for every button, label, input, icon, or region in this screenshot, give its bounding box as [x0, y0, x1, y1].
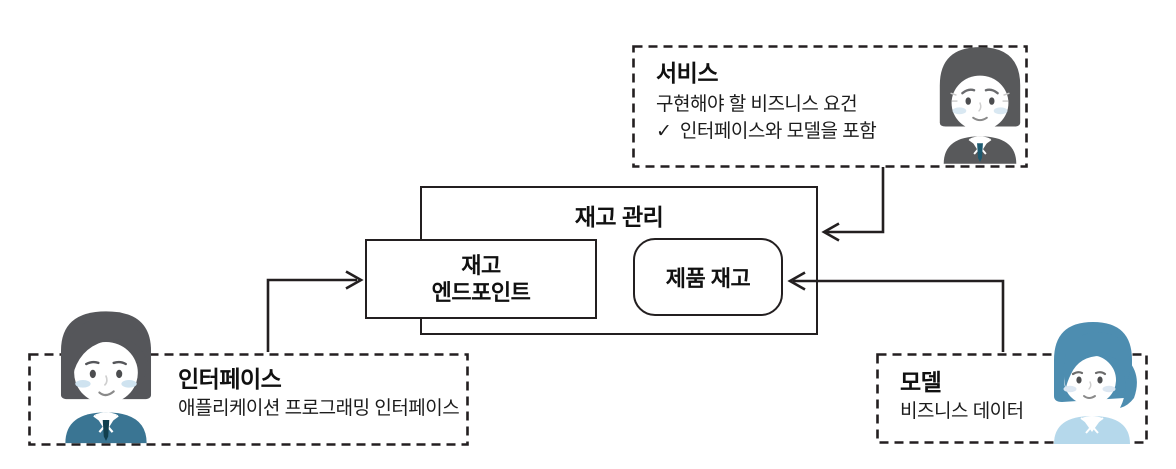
inventory-management-title: 재고 관리 — [574, 204, 664, 230]
senior-businessman-avatar — [939, 47, 1021, 164]
interface-description: 애플리케이션 프로그래밍 인터페이스 — [178, 398, 460, 419]
arrow-interface-to-endpoint — [266, 270, 364, 352]
arrow-model-to-product — [787, 271, 1005, 352]
service-description: 구현해야 할 비즈니스 요건 — [656, 94, 858, 115]
service-box-dashed-border — [632, 45, 1028, 168]
endpoint-line1: 재고 — [461, 252, 501, 278]
young-businessman-avatar — [60, 311, 152, 444]
interface-box-dashed-border — [28, 353, 469, 446]
service-title: 서비스 — [656, 60, 718, 86]
inventory-endpoint-label: 재고 엔드포인트 — [432, 252, 531, 307]
check-icon: ✓ — [656, 120, 672, 142]
inventory-endpoint-box: 재고 엔드포인트 — [365, 239, 597, 319]
model-box: 모델 비즈니스 데이터 — [876, 353, 1148, 444]
service-check-item: 인터페이스와 모델을 포함 — [679, 120, 877, 142]
model-title: 모델 — [900, 369, 942, 395]
service-box: 서비스 구현해야 할 비즈니스 요건 ✓ 인터페이스와 모델을 포함 — [632, 45, 1028, 168]
model-description: 비즈니스 데이터 — [900, 401, 1024, 422]
endpoint-line2: 엔드포인트 — [431, 280, 531, 305]
interface-title: 인터페이스 — [178, 366, 282, 392]
businesswoman-avatar — [1054, 322, 1137, 444]
interface-box: 인터페이스 애플리케이션 프로그래밍 인터페이스 — [28, 353, 469, 446]
product-inventory-label: 제품 재고 — [665, 266, 751, 291]
product-inventory-box: 제품 재고 — [633, 238, 783, 316]
arrow-service-to-inventory — [821, 167, 885, 242]
